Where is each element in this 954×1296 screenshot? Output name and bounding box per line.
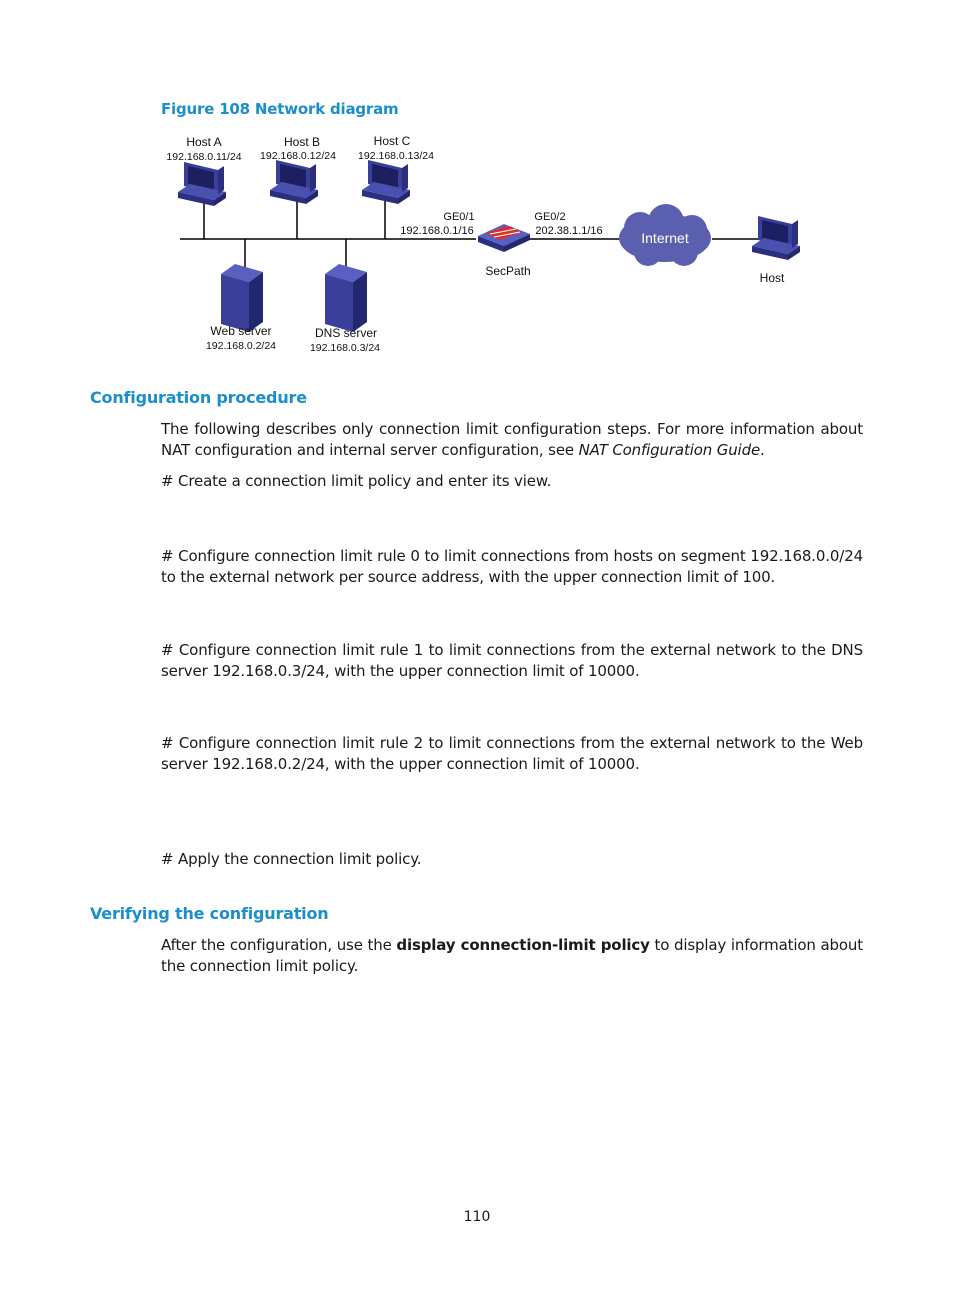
config-intro-paragraph: The following describes only connection …: [161, 419, 863, 461]
config-procedure-heading: Configuration procedure: [90, 388, 307, 407]
host-c-label: Host C: [374, 134, 411, 148]
web-server-label: Web server: [210, 324, 271, 338]
verify-heading: Verifying the configuration: [90, 904, 328, 923]
remote-host-icon: [752, 216, 800, 260]
host-a-label: Host A: [186, 135, 221, 149]
host-b-label: Host B: [284, 135, 320, 149]
network-diagram: Host A 192.168.0.11/24 Host B 192.168.0.…: [0, 0, 954, 370]
host-a-icon: [178, 162, 226, 206]
verify-paragraph: After the configuration, use the display…: [161, 935, 863, 977]
firewall-label: SecPath: [485, 264, 530, 278]
page-number: 110: [0, 1209, 954, 1225]
host-b-icon: [270, 160, 318, 204]
step-create-policy: # Create a connection limit policy and e…: [161, 471, 863, 492]
step-rule-1: # Configure connection limit rule 1 to l…: [161, 640, 863, 682]
step-apply-policy: # Apply the connection limit policy.: [161, 849, 863, 870]
web-server-ip: 192.168.0.2/24: [206, 340, 276, 352]
dns-server-label: DNS server: [315, 326, 377, 340]
dns-server-ip: 192.168.0.3/24: [310, 342, 380, 354]
host-c-ip: 192.168.0.13/24: [358, 150, 434, 162]
dns-server-icon: [325, 264, 367, 332]
remote-host-label: Host: [760, 271, 785, 285]
host-a-ip: 192.168.0.11/24: [166, 151, 241, 163]
firewall-icon: [478, 224, 530, 252]
step-rule-2: # Configure connection limit rule 2 to l…: [161, 733, 863, 775]
internet-label: Internet: [641, 230, 689, 246]
web-server-icon: [221, 264, 263, 332]
ge02-ip: 202.38.1.1/16: [535, 225, 602, 237]
host-c-icon: [362, 160, 410, 204]
host-b-ip: 192.168.0.12/24: [260, 150, 336, 162]
ge01-label: GE0/1: [443, 211, 474, 223]
ge02-label: GE0/2: [534, 211, 565, 223]
step-rule-0: # Configure connection limit rule 0 to l…: [161, 546, 863, 588]
ge01-ip: 192.168.0.1/16: [400, 225, 473, 237]
